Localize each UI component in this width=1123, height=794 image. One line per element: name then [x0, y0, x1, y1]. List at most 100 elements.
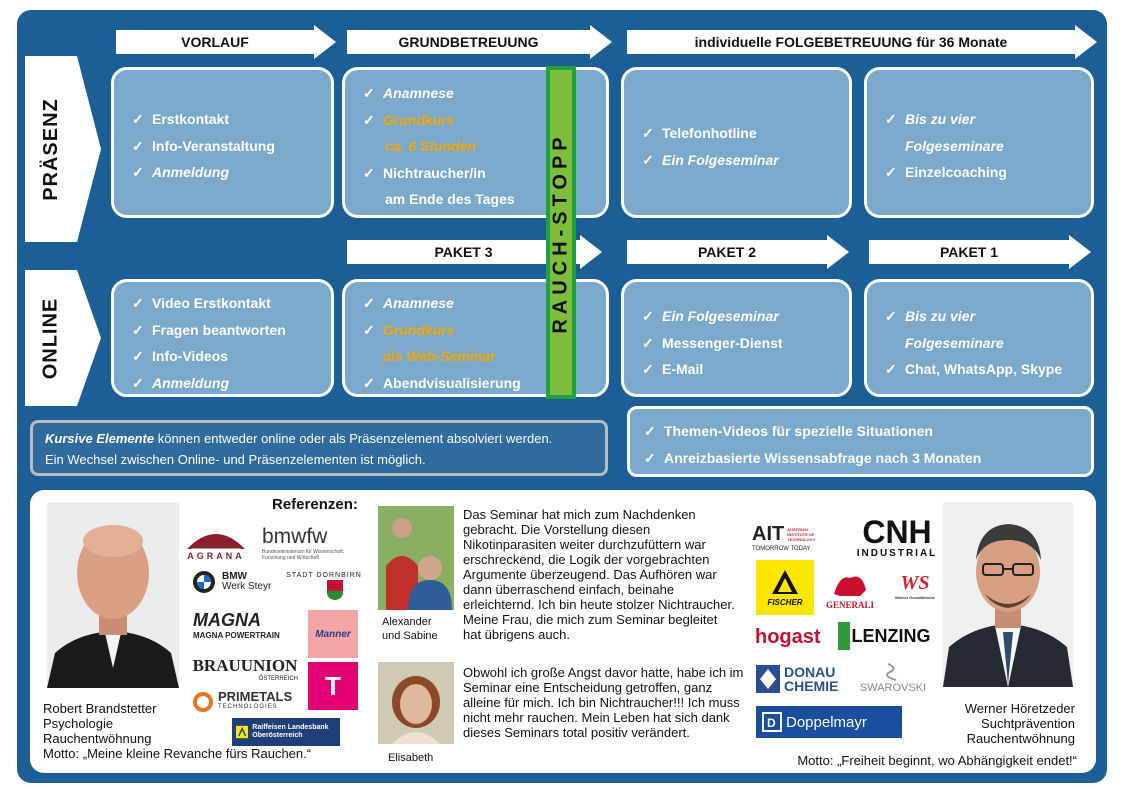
list-item: ✓Info-Videos — [132, 343, 331, 370]
list-item: ✓Grundkurs — [363, 107, 606, 134]
person-role: Rauchentwöhnung — [966, 731, 1075, 746]
list-item: ✓Ein Folgeseminar — [642, 303, 849, 330]
logo-ait: AIT AUSTRIAN INSTITUTE OF TECHNOLOGY TOM… — [752, 522, 816, 552]
list-item: ✓Anamnese — [363, 290, 606, 317]
logo-swarovski: SWAROVSKI — [852, 660, 934, 696]
check-icon: ✓ — [132, 348, 144, 364]
check-icon: ✓ — [642, 361, 654, 377]
list-item: ✓Anmeldung — [132, 159, 331, 186]
photo-elisabeth — [378, 662, 454, 744]
row-arrow-online: ONLINE — [25, 270, 101, 406]
person-role: Suchtprävention — [981, 716, 1075, 731]
praesenz-vorlauf-box: ✓Erstkontakt ✓Info-Veranstaltung ✓Anmeld… — [111, 67, 334, 218]
check-icon: ✓ — [363, 321, 375, 338]
person-role: Rauchentwöhnung — [43, 731, 152, 746]
list-item: Folgeseminare — [905, 334, 1004, 351]
phase-label: GRUNDBETREUUNG — [398, 34, 539, 50]
person-role: Psychologie — [43, 716, 114, 731]
note-text: können entweder online oder als Präsenze… — [154, 431, 553, 446]
logo-primetals: PRIMETALS TECHNOLOGIES — [192, 688, 300, 716]
list-item: ✓Video Erstkontakt — [132, 290, 331, 317]
package-arrow-1: PAKET 1 — [869, 235, 1091, 269]
photo-alexander-sabine — [378, 506, 454, 610]
list-item: ✓Info-Veranstaltung — [132, 133, 331, 160]
list-item: ✓Ein Folgeseminar — [642, 147, 849, 174]
check-icon: ✓ — [885, 164, 897, 180]
row-label-praesenz: PRÄSENZ — [39, 97, 62, 201]
testimonial-text: Obwohl ich große Angst davor hatte, habe… — [463, 665, 744, 740]
check-icon: ✓ — [885, 361, 897, 377]
check-icon: ✓ — [363, 85, 375, 101]
rauchstopp-bar: RAUCH-STOPP — [546, 66, 576, 399]
online-paket1-box: ✓Bis zu vier Folgeseminare ✓Chat, WhatsA… — [864, 279, 1094, 397]
logo-dornbirn: STADT DORNBIRN — [278, 566, 370, 606]
check-icon: ✓ — [363, 164, 375, 181]
testimonial-caption: Alexander und Sabine — [382, 616, 438, 642]
row-arrow-praesenz: PRÄSENZ — [25, 56, 101, 242]
package-arrow-2: PAKET 2 — [627, 235, 849, 269]
logo-telekom: T — [308, 662, 358, 710]
check-icon: ✓ — [642, 308, 654, 324]
logo-donau-chemie: DONAU CHEMIE — [756, 662, 850, 696]
package-label: PAKET 3 — [434, 244, 493, 260]
check-icon: ✓ — [642, 151, 654, 168]
portrait-robert — [47, 503, 179, 688]
logo-magna: MAGNA MAGNA POWERTRAIN — [193, 610, 280, 640]
check-icon: ✓ — [132, 137, 144, 154]
online-paket2-box: ✓Ein Folgeseminar ✓Messenger-Dienst ✓E-M… — [621, 279, 852, 397]
person-right-info: Werner Höretzeder Suchtprävention Rauche… — [900, 701, 1075, 746]
references-title: Referenzen: — [272, 496, 358, 513]
list-item: ✓Nichtraucher/in — [363, 160, 606, 187]
check-icon: ✓ — [132, 111, 144, 127]
logo-manner: Manner — [308, 610, 358, 658]
check-icon: ✓ — [363, 111, 375, 128]
person-left-info: Robert Brandstetter Psychologie Rauchent… — [43, 701, 363, 761]
logo-brauunion: BRAUUNION ÖSTERREICH — [192, 656, 298, 682]
list-item: ✓Anamnese — [363, 80, 606, 107]
svg-text:D: D — [767, 716, 776, 730]
check-icon: ✓ — [644, 423, 656, 439]
list-item: ✓Abendvisualisierung — [363, 370, 606, 397]
praesenz-folge1-box: ✓Telefonhotline ✓Ein Folgeseminar — [621, 67, 852, 218]
logo-doppelmayr: D Doppelmayr — [756, 706, 902, 738]
phase-arrow-vorlauf: VORLAUF — [116, 25, 336, 59]
person-name: Werner Höretzeder — [964, 701, 1075, 716]
check-icon: ✓ — [642, 125, 654, 141]
check-icon: ✓ — [642, 334, 654, 351]
phase-arrow-grundbetreuung: GRUNDBETREUUNG — [347, 25, 612, 59]
info-note: Kursive Elemente können entweder online … — [30, 420, 608, 476]
check-icon: ✓ — [363, 374, 375, 391]
person-motto: Motto: „Meine kleine Revanche fürs Rauch… — [43, 746, 312, 761]
note-text: Ein Wechsel zwischen Online- und Präsenz… — [45, 452, 426, 467]
package-label: PAKET 2 — [697, 244, 757, 260]
row-label-online: ONLINE — [39, 297, 62, 379]
list-item: ✓Grundkurs — [363, 317, 606, 344]
logo-generali: GENERALI — [820, 566, 880, 614]
extras-box: ✓Themen-Videos für spezielle Situationen… — [627, 406, 1094, 477]
check-icon: ✓ — [644, 449, 656, 466]
check-icon: ✓ — [885, 308, 897, 324]
note-italic: Kursive Elemente — [45, 431, 155, 446]
check-icon: ✓ — [363, 295, 375, 311]
package-arrow-3: PAKET 3 — [347, 235, 602, 269]
list-item: ✓Chat, WhatsApp, Skype — [885, 356, 1091, 383]
praesenz-folge2-box: ✓Bis zu vier Folgeseminare ✓Einzelcoachi… — [864, 67, 1094, 218]
check-icon: ✓ — [132, 295, 144, 311]
phase-label: individuelle FOLGEBETREUUNG für 36 Monat… — [694, 34, 1008, 50]
list-item: ✓Anmeldung — [132, 370, 331, 397]
person-name: Robert Brandstetter — [43, 701, 157, 716]
logo-ws: WS Wiener Sozialdienste — [895, 572, 935, 600]
portrait-werner — [943, 502, 1073, 687]
logo-raiffeisen: Raiffeisen Landesbank Oberösterreich — [232, 718, 340, 746]
list-item: ✓Telefonhotline — [642, 120, 849, 147]
logo-fischer: FISCHER — [756, 560, 814, 615]
logo-lenzing: LENZING — [838, 622, 932, 650]
package-label: PAKET 1 — [939, 244, 999, 260]
list-item: ✓Bis zu vier — [885, 106, 1091, 133]
phase-label: VORLAUF — [181, 34, 249, 50]
list-item: ✓E-Mail — [642, 356, 849, 383]
check-icon: ✓ — [132, 164, 144, 180]
list-item: am Ende des Tages — [385, 191, 515, 207]
testimonial-text: Das Seminar hat mich zum Nachdenken gebr… — [463, 507, 735, 642]
